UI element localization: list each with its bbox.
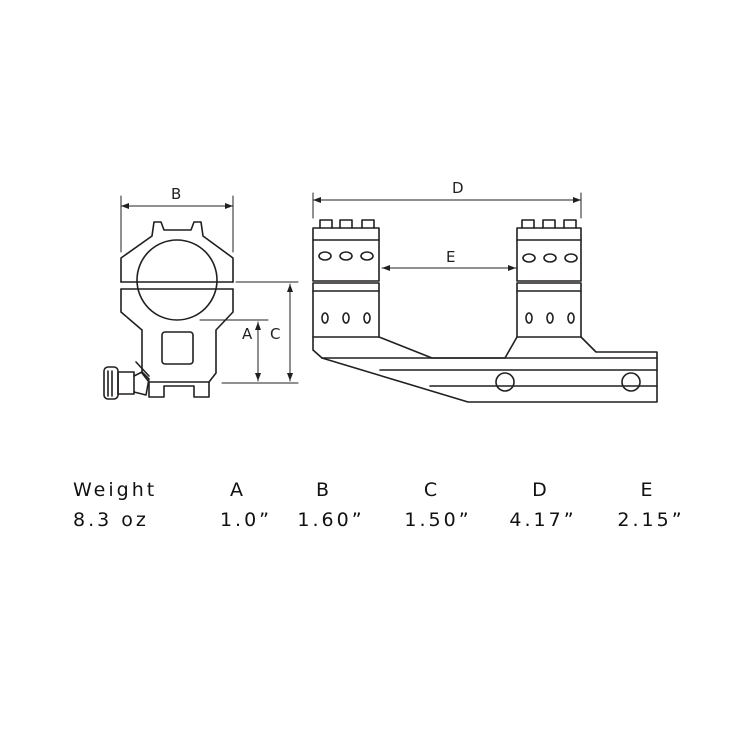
spec-value-b: 1.60” <box>297 509 365 531</box>
spec-header-e: E <box>640 479 656 501</box>
spec-value-c: 1.50” <box>404 509 472 531</box>
dimension-label-a: A <box>242 325 253 343</box>
spec-header-a: A <box>230 479 246 501</box>
dimension-label-d: D <box>452 179 464 197</box>
dimension-label-b: B <box>171 185 181 203</box>
dimension-label-e: E <box>446 248 455 266</box>
spec-value-a: 1.0” <box>219 509 273 531</box>
dimension-label-c: C <box>270 325 280 343</box>
spec-value-e: 2.15” <box>617 509 685 531</box>
spec-header-c: C <box>423 479 441 501</box>
spec-value-d: 4.17” <box>509 509 577 531</box>
spec-header-d: D <box>532 479 550 501</box>
spec-value-weight: 8.3 oz <box>73 509 149 531</box>
spec-header-b: B <box>315 479 333 501</box>
front-view <box>103 195 234 400</box>
height-dimensions <box>199 281 299 384</box>
side-view <box>312 192 658 403</box>
spec-header-weight: Weight <box>73 479 158 501</box>
